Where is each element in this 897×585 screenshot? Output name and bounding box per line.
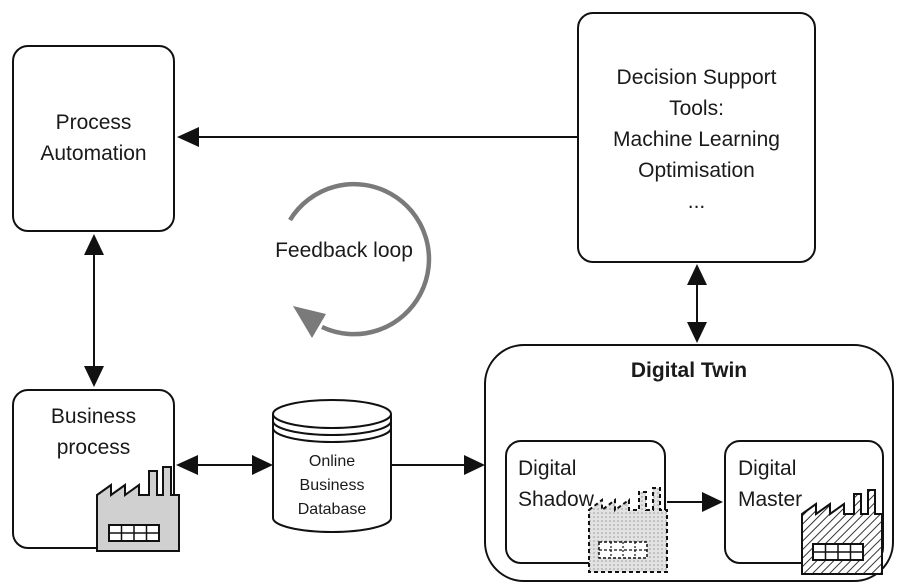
digital-twin-title: Digital Twin bbox=[630, 359, 748, 382]
process-automation-label: Process Automation bbox=[12, 107, 175, 169]
feedback-loop-label: Feedback loop bbox=[275, 239, 413, 262]
arrow-database-digitaltwin bbox=[391, 455, 485, 475]
decision-support-line2: Tools: bbox=[669, 97, 724, 120]
database-line2: Business bbox=[299, 477, 365, 494]
database-line1: Online bbox=[308, 453, 356, 470]
business-process-label: Business process bbox=[12, 401, 175, 463]
decision-support-line1: Decision Support bbox=[616, 66, 777, 89]
business-process-line2: process bbox=[56, 436, 131, 459]
process-automation-line1: Process bbox=[55, 111, 132, 134]
process-automation-line2: Automation bbox=[40, 142, 147, 165]
feedback-loop-icon bbox=[288, 181, 432, 338]
arrow-decision-to-automation bbox=[177, 127, 577, 147]
digital-shadow-line2: Shadow bbox=[518, 488, 594, 511]
digital-master-label: Digital Master bbox=[738, 453, 878, 515]
process-automation-box bbox=[12, 45, 175, 232]
arrow-decision-digitaltwin bbox=[687, 264, 707, 343]
decision-support-line4: Optimisation bbox=[638, 159, 755, 182]
digital-shadow-label: Digital Shadow bbox=[518, 453, 658, 515]
decision-support-label: Decision Support Tools: Machine Learning… bbox=[577, 62, 816, 217]
decision-support-line3: Machine Learning bbox=[613, 128, 780, 151]
factory-icon-master bbox=[801, 489, 883, 575]
database-label: Online Business Database bbox=[273, 450, 391, 522]
factory-icon-shadow bbox=[588, 487, 668, 573]
database-line3: Database bbox=[297, 501, 367, 518]
digital-master-line1: Digital bbox=[738, 457, 797, 480]
digital-master-line2: Master bbox=[738, 488, 803, 511]
database-cylinder-icon bbox=[272, 399, 392, 533]
arrow-automation-business bbox=[84, 234, 104, 387]
decision-support-line5: ... bbox=[687, 190, 706, 213]
business-process-line1: Business bbox=[50, 405, 137, 428]
digital-shadow-line1: Digital bbox=[518, 457, 577, 480]
decision-support-box bbox=[577, 12, 816, 263]
factory-icon-business bbox=[96, 466, 180, 552]
arrow-business-database bbox=[176, 455, 273, 475]
arrow-shadow-master bbox=[667, 492, 723, 512]
